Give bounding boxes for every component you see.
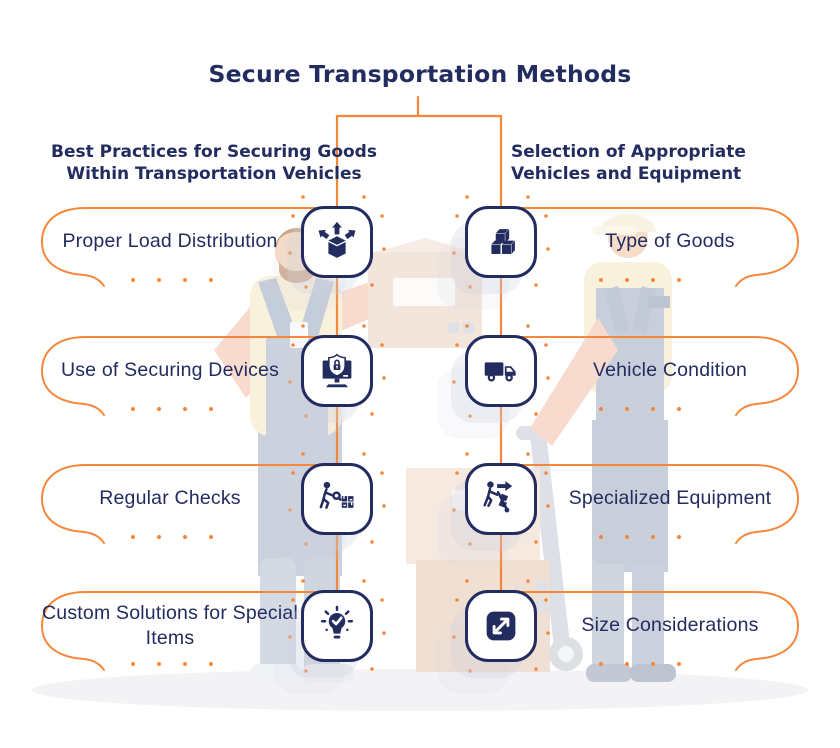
- lightbulb-check-icon: [301, 590, 373, 662]
- item-regular-checks: Regular Checks: [99, 487, 241, 510]
- right-worker-illustration: [530, 214, 676, 682]
- screen-shield-lock-icon: [301, 335, 373, 407]
- expand-arrows-icon: [465, 590, 537, 662]
- page-title: Secure Transportation Methods: [208, 60, 632, 88]
- item-custom-solutions: Custom Solutions for Special Items: [42, 601, 298, 649]
- stacked-boxes-icon: [465, 206, 537, 278]
- right-heading-line1: Selection of Appropriate: [511, 142, 746, 162]
- carried-box-illustration: [368, 238, 482, 348]
- right-column-heading: Selection of Appropriate Vehicles and Eq…: [511, 142, 801, 186]
- left-column-heading: Best Practices for Securing Goods Within…: [28, 142, 400, 186]
- item-type-of-goods: Type of Goods: [605, 230, 735, 253]
- left-heading-line1: Best Practices for Securing Goods: [51, 142, 377, 162]
- item-vehicle-condition: Vehicle Condition: [592, 359, 748, 382]
- hand-truck-worker-icon: [465, 463, 537, 535]
- box-distribution-icon: [301, 206, 373, 278]
- left-heading-line2: Within Transportation Vehicles: [66, 163, 362, 184]
- item-size-considerations: Size Considerations: [581, 614, 759, 637]
- truck-icon: [465, 335, 537, 407]
- item-use-of-securing-devices: Use of Securing Devices: [60, 359, 280, 382]
- inspection-magnifier-icon: [301, 463, 373, 535]
- item-specialized-equipment: Specialized Equipment: [568, 487, 772, 510]
- item-proper-load-distribution: Proper Load Distribution: [62, 230, 278, 253]
- right-heading-line2: Vehicles and Equipment: [511, 163, 742, 184]
